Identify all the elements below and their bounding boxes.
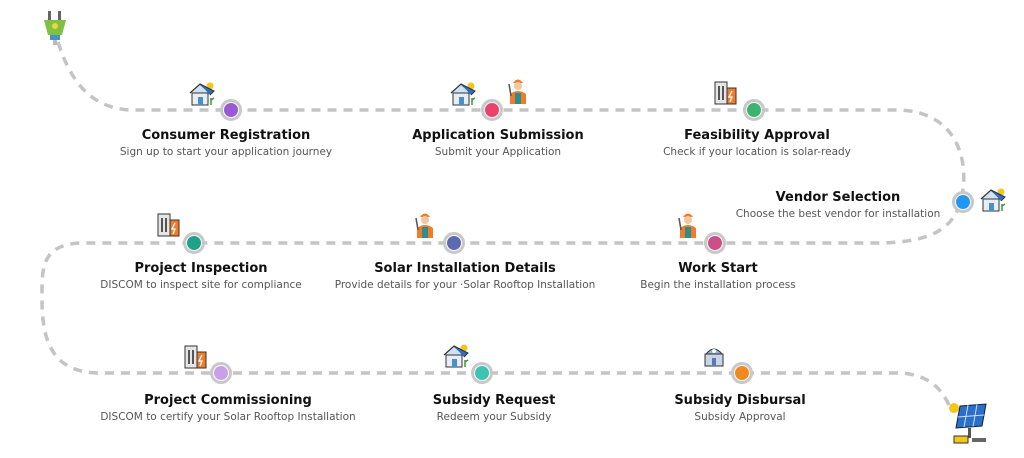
step-dot xyxy=(447,236,461,250)
step-subtitle: Begin the installation process xyxy=(640,279,796,291)
step-title: Solar Installation Details xyxy=(374,261,556,276)
step-subtitle: Submit your Application xyxy=(434,146,562,158)
discom-building-icon xyxy=(713,78,739,110)
step-title: Application Submission xyxy=(412,128,584,143)
step-node[interactable] xyxy=(210,362,232,384)
step-title: Work Start xyxy=(678,261,758,276)
discom-building-icon xyxy=(183,342,209,374)
step-node[interactable] xyxy=(481,99,503,121)
step-node[interactable] xyxy=(471,362,493,384)
government-building-icon xyxy=(702,344,726,372)
step-subtitle: Provide details for your ·Solar Rooftop … xyxy=(334,279,596,291)
step-title: Subsidy Request xyxy=(432,393,556,408)
step-node[interactable] xyxy=(220,99,242,121)
step-subtitle: DISCOM to certify your Solar Rooftop Ins… xyxy=(100,411,356,423)
step-subtitle: Check if your location is solar-ready xyxy=(663,146,851,158)
solar-house-worker-icon xyxy=(449,81,477,111)
step-subtitle: Sign up to start your application journe… xyxy=(119,146,333,158)
step-subtitle: DISCOM to inspect site for compliance xyxy=(100,279,302,291)
step-title: Consumer Registration xyxy=(141,128,311,143)
discom-building-icon xyxy=(156,210,182,242)
step-title: Vendor Selection xyxy=(775,190,901,205)
worker-icon xyxy=(507,76,529,108)
solar-panel-icon xyxy=(949,403,987,444)
step-title: Project Commissioning xyxy=(144,393,312,408)
step-dot xyxy=(956,195,970,209)
step-subtitle: Subsidy Approval xyxy=(694,411,786,423)
step-node[interactable] xyxy=(704,232,726,254)
solar-house-icon xyxy=(188,81,216,111)
step-node[interactable] xyxy=(743,99,765,121)
step-node[interactable] xyxy=(731,362,753,384)
step-dot xyxy=(475,366,489,380)
solar-house-icon xyxy=(442,343,470,373)
step-title: Feasibility Approval xyxy=(684,128,830,143)
step-dot xyxy=(214,366,228,380)
step-dot xyxy=(747,103,761,117)
step-dot xyxy=(485,103,499,117)
step-title: Subsidy Disbursal xyxy=(674,393,806,408)
worker-icon xyxy=(677,210,699,242)
step-dot xyxy=(187,236,201,250)
step-dot xyxy=(708,236,722,250)
solar-house-icon xyxy=(979,187,1007,217)
step-title: Project Inspection xyxy=(134,261,268,276)
step-subtitle: Redeem your Subsidy xyxy=(436,411,552,423)
step-subtitle: Choose the best vendor for installation xyxy=(735,208,941,220)
step-node[interactable] xyxy=(183,232,205,254)
worker-icon xyxy=(414,210,436,242)
step-dot xyxy=(224,103,238,117)
step-node[interactable] xyxy=(443,232,465,254)
plug-icon xyxy=(44,11,66,45)
step-node[interactable] xyxy=(952,191,974,213)
step-dot xyxy=(735,366,749,380)
